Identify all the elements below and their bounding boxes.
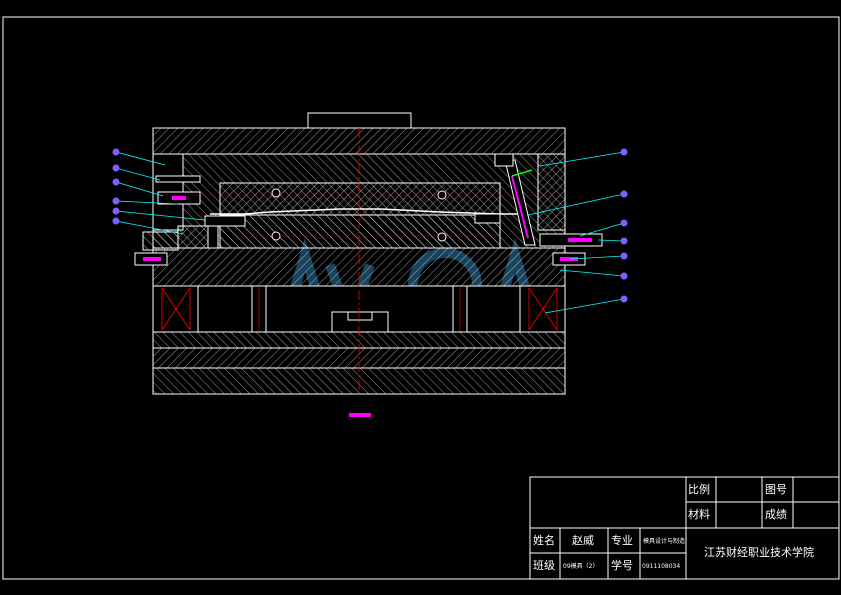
callout-balloon-right-4 bbox=[620, 237, 628, 245]
angle-pin-green bbox=[511, 169, 533, 177]
callout-balloon-left-6 bbox=[112, 217, 120, 225]
callout-balloon-left-5 bbox=[112, 207, 120, 215]
left-guide-slot bbox=[207, 225, 219, 249]
callout-balloon-left-2 bbox=[112, 164, 120, 172]
left-screw-upper bbox=[155, 175, 201, 183]
core-insert bbox=[219, 182, 501, 216]
callout-balloon-left-3 bbox=[112, 178, 120, 186]
right-side-bolt-mark bbox=[560, 257, 578, 261]
title-block bbox=[529, 476, 840, 580]
left-side-bolt-mark bbox=[143, 257, 161, 261]
return-pin-centerlines bbox=[258, 286, 461, 332]
callout-balloon-right-7 bbox=[620, 295, 628, 303]
student-no-value: 0911108034 bbox=[642, 563, 680, 570]
callout-balloon-right-3 bbox=[620, 219, 628, 227]
grade-label: 成绩 bbox=[765, 508, 787, 521]
name-label: 姓名 bbox=[533, 533, 555, 547]
sheet-border bbox=[2, 16, 840, 580]
class-value: 09模具（2） bbox=[563, 562, 598, 570]
cavity-insert bbox=[219, 214, 501, 249]
bolt-circle-1 bbox=[271, 188, 281, 198]
student-no-label: 学号 bbox=[611, 558, 633, 572]
major-value: 模具设计与制造 bbox=[643, 537, 685, 545]
class-label: 班级 bbox=[533, 559, 555, 572]
right-sleeve bbox=[474, 213, 501, 224]
scale-label: 比例 bbox=[688, 482, 710, 496]
callout-balloon-right-6 bbox=[620, 272, 628, 280]
left-lock-block bbox=[142, 231, 179, 251]
section-label-bar bbox=[349, 413, 371, 417]
name-value: 赵威 bbox=[572, 533, 594, 547]
material-label: 材料 bbox=[688, 507, 710, 521]
angle-pin-highlight bbox=[511, 175, 529, 239]
left-guide-block bbox=[177, 225, 209, 249]
bolt-circle-4 bbox=[437, 232, 447, 242]
callouts-right bbox=[527, 148, 628, 314]
callout-balloon-right-5 bbox=[620, 252, 628, 260]
drawing-no-label: 图号 bbox=[765, 483, 787, 496]
right-spacer-block bbox=[519, 285, 566, 333]
spacer-cross-marks bbox=[161, 287, 558, 331]
callout-balloon-right-2 bbox=[620, 190, 628, 198]
left-screw-mid-mark bbox=[172, 196, 186, 200]
callout-balloon-left-1 bbox=[112, 148, 120, 156]
locating-ring bbox=[307, 112, 412, 129]
callout-balloon-right-1 bbox=[620, 148, 628, 156]
major-label: 专业 bbox=[611, 533, 633, 547]
callout-balloon-left-4 bbox=[112, 197, 120, 205]
right-slider bbox=[537, 153, 566, 231]
left-spacer-block bbox=[152, 285, 199, 333]
callouts-left bbox=[112, 148, 206, 235]
left-ejector-sleeve bbox=[204, 215, 246, 227]
school-name: 江苏财经职业技术学院 bbox=[704, 545, 814, 559]
angle-pin-head bbox=[494, 153, 514, 167]
right-lock-screw-mark bbox=[568, 238, 592, 242]
